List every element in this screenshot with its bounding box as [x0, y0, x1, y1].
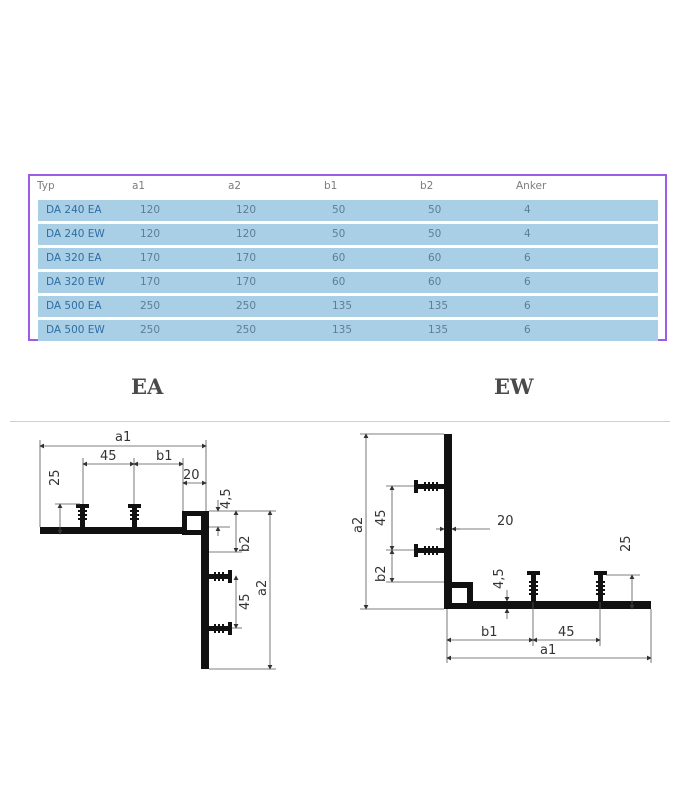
ew-dim-a2: a2 — [351, 517, 366, 533]
ea-dim-a2: a2 — [255, 580, 270, 596]
cell-b2: 135 — [428, 324, 449, 336]
cell-b2: 50 — [428, 228, 442, 240]
cell-typ: DA 320 EW — [46, 276, 105, 288]
ea-anchor-side-1 — [208, 570, 232, 583]
ew-dim-25: 25 — [619, 535, 634, 552]
ew-horizontal-flange — [470, 601, 651, 609]
cell-anker: 6 — [524, 276, 531, 288]
table-row: DA 320 EA 170 170 60 60 6 — [38, 248, 658, 269]
ew-dim-b2: b2 — [374, 565, 389, 582]
ew-dim-b1: b1 — [481, 625, 498, 640]
cell-a1: 250 — [140, 324, 161, 336]
cell-a2: 170 — [236, 276, 257, 288]
ew-anchor-left-2 — [414, 544, 445, 557]
ew-dim-4-5: 4,5 — [492, 568, 507, 589]
ea-dim-b2: b2 — [238, 535, 253, 552]
ea-dim-45-side: 45 — [238, 593, 253, 610]
header-typ: Typ — [37, 180, 55, 192]
header-anker: Anker — [516, 180, 547, 192]
cell-b1: 135 — [332, 300, 353, 312]
cell-anker: 4 — [524, 204, 531, 216]
ew-vertical-leg — [444, 434, 452, 609]
ew-dim-45-bottom: 45 — [558, 625, 575, 640]
ew-dim-45: 45 — [374, 509, 389, 526]
ew-dim-20: 20 — [497, 514, 514, 529]
cell-b2: 135 — [428, 300, 449, 312]
cell-a1: 120 — [140, 228, 161, 240]
label-ew: EW — [494, 374, 534, 399]
cell-typ: DA 240 EW — [46, 228, 105, 240]
header-a2: a2 — [228, 180, 242, 192]
label-ea: EA — [131, 374, 164, 399]
ew-dim-a1: a1 — [540, 643, 556, 658]
cell-b1: 135 — [332, 324, 353, 336]
header-b1: b1 — [324, 180, 338, 192]
cell-b2: 50 — [428, 204, 442, 216]
cell-a1: 170 — [140, 252, 161, 264]
ea-horizontal-flange — [40, 527, 185, 534]
cell-a2: 120 — [236, 228, 257, 240]
table-row: DA 320 EW 170 170 60 60 6 — [38, 272, 658, 293]
cell-b1: 60 — [332, 276, 346, 288]
cell-a1: 170 — [140, 276, 161, 288]
cell-typ: DA 320 EA — [46, 252, 102, 264]
ea-dim-a1: a1 — [115, 430, 131, 445]
header-a1: a1 — [132, 180, 146, 192]
cell-a2: 120 — [236, 204, 257, 216]
table-header-row: Typ a1 a2 b1 b2 Anker — [30, 176, 665, 198]
ea-dim-25: 25 — [48, 469, 63, 486]
ea-dim-4-5: 4,5 — [219, 488, 234, 509]
table-row: DA 500 EA 250 250 135 135 6 — [38, 296, 658, 317]
cell-typ: DA 500 EW — [46, 324, 105, 336]
ea-profile — [40, 504, 232, 669]
cell-anker: 6 — [524, 252, 531, 264]
dimension-table: Typ a1 a2 b1 b2 Anker DA 240 EA 120 120 … — [28, 174, 667, 341]
ew-anchor-bottom-1 — [527, 571, 540, 602]
ea-dim-45-top: 45 — [100, 449, 117, 464]
table-row: DA 500 EW 250 250 135 135 6 — [38, 320, 658, 341]
ew-anchor-bottom-2 — [594, 571, 607, 602]
ea-anchor-top-2 — [128, 504, 141, 528]
table-row: DA 240 EW 120 120 50 50 4 — [38, 224, 658, 245]
divider-line — [10, 421, 670, 422]
cell-a1: 120 — [140, 204, 161, 216]
cell-anker: 6 — [524, 324, 531, 336]
ea-anchor-top-1 — [76, 504, 89, 528]
ea-dimensions — [39, 440, 276, 670]
cell-typ: DA 500 EA — [46, 300, 102, 312]
ew-dimensions — [360, 433, 652, 663]
ew-anchor-left-1 — [414, 480, 445, 493]
ea-dim-20: 20 — [183, 468, 200, 483]
cell-a1: 250 — [140, 300, 161, 312]
cell-b1: 60 — [332, 252, 346, 264]
cell-a2: 170 — [236, 252, 257, 264]
cell-b2: 60 — [428, 276, 442, 288]
cell-a2: 250 — [236, 324, 257, 336]
cell-b2: 60 — [428, 252, 442, 264]
table-row: DA 240 EA 120 120 50 50 4 — [38, 200, 658, 221]
ea-dim-b1: b1 — [156, 449, 173, 464]
header-b2: b2 — [420, 180, 434, 192]
ea-vertical-leg — [201, 511, 209, 669]
ea-anchor-side-2 — [208, 622, 232, 635]
cell-anker: 6 — [524, 300, 531, 312]
cell-b1: 50 — [332, 204, 346, 216]
ew-profile — [414, 434, 651, 609]
cell-a2: 250 — [236, 300, 257, 312]
cell-b1: 50 — [332, 228, 346, 240]
cell-anker: 4 — [524, 228, 531, 240]
cell-typ: DA 240 EA — [46, 204, 102, 216]
